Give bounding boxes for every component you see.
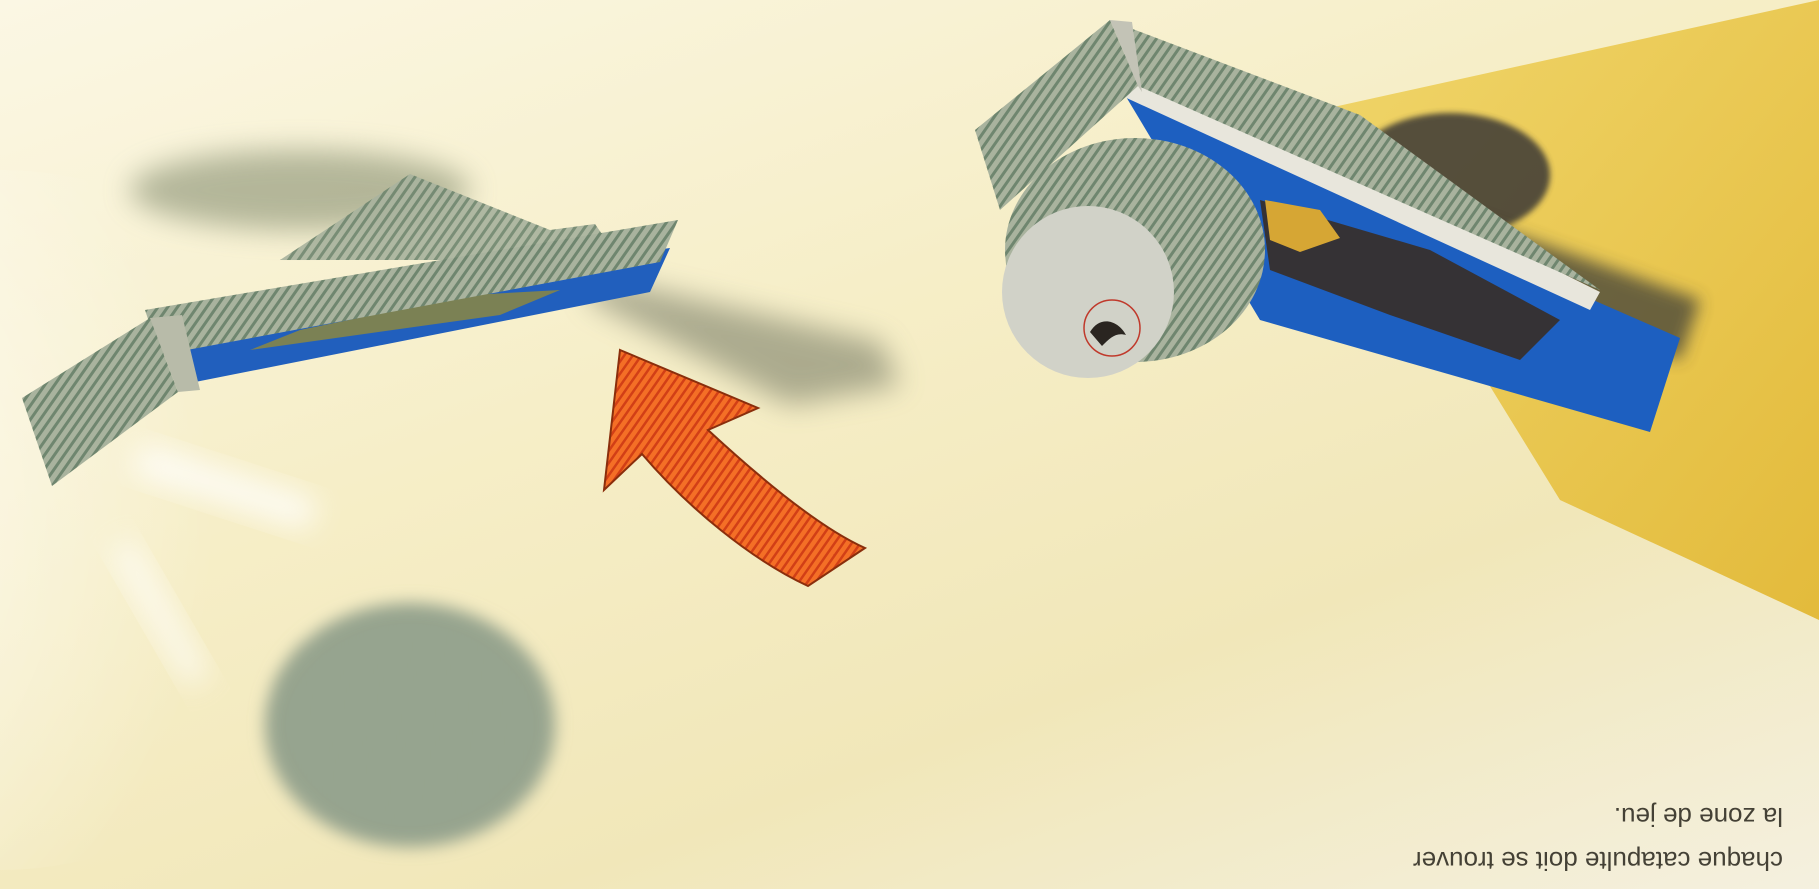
blurred-ball (265, 603, 555, 847)
caption-text-block: chaque catapulte doit se trouver la zone… (1163, 795, 1783, 883)
caption-line-2: la zone de jeu. (1163, 795, 1783, 839)
caption-line-1: chaque catapulte doit se trouver (1163, 839, 1783, 883)
right-cylinder-face (1002, 206, 1174, 378)
